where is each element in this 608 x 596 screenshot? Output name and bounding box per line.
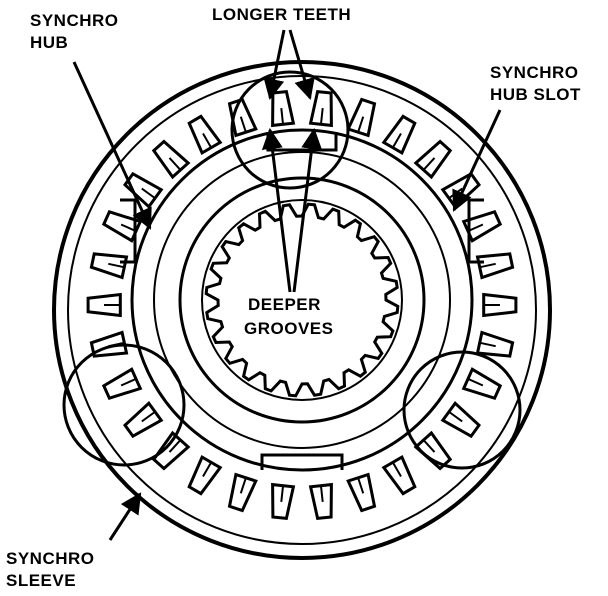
- arrow-synchro-hub: [72, 61, 152, 230]
- label-deeper-grooves-1: DEEPER: [248, 295, 321, 314]
- sleeve-tooth-ridge: [202, 462, 212, 477]
- sleeve-tooth-ridge: [479, 262, 496, 269]
- label-longer-teeth: LONGER TEETH: [212, 5, 351, 24]
- sleeve-tooth: [187, 114, 223, 156]
- callout-circle-right: [402, 350, 522, 470]
- arrow-longer-teeth-left: [263, 29, 286, 101]
- arrow-longer-teeth-right: [288, 29, 315, 101]
- sleeve-tooth-ridge: [141, 411, 156, 423]
- sleeve-tooth-ridge: [357, 116, 365, 133]
- arrow-synchro-sleeve: [108, 492, 142, 541]
- sleeve-tooth: [440, 401, 481, 439]
- sleeve-tooth-ridge: [202, 133, 212, 148]
- sleeve-tooth-ridge: [423, 157, 436, 171]
- sleeve-tooth-ridge: [423, 439, 436, 453]
- sleeve-tooth: [308, 89, 333, 128]
- sleeve-tooth-ridge: [108, 262, 125, 269]
- label-deeper-grooves-2: GROOVES: [244, 319, 333, 338]
- sleeve-tooth: [86, 292, 122, 318]
- sleeve-tooth: [271, 89, 296, 128]
- label-synchro-sleeve-2: SLEEVE: [6, 571, 76, 590]
- arrow-deeper-grooves-left: [261, 127, 292, 293]
- sleeve-tooth-ridge: [239, 477, 247, 494]
- inner-spline-bore: [204, 202, 400, 398]
- sleeve-tooth: [440, 171, 481, 209]
- label-synchro-sleeve-1: SYNCHRO: [6, 549, 95, 568]
- sleeve-tooth: [123, 401, 164, 439]
- sleeve-outer-ring: [52, 60, 552, 560]
- sleeve-tooth: [461, 367, 503, 401]
- sleeve-tooth: [482, 292, 518, 318]
- sleeve-tooth-ridge: [120, 378, 137, 387]
- sleeve-tooth-ridge: [320, 485, 324, 503]
- label-synchro-hub-1: SYNCHRO: [30, 11, 119, 30]
- sleeve-tooth-ridge: [448, 411, 463, 423]
- callout-circle-top: [230, 70, 350, 190]
- sleeve-tooth-ridge: [280, 107, 284, 125]
- sleeve-tooth-ridge: [467, 378, 484, 387]
- sleeve-tooth: [271, 482, 296, 521]
- hub-bore-ring: [201, 199, 403, 401]
- sleeve-tooth-ridge: [479, 341, 496, 348]
- sleeve-tooth-ridge: [168, 439, 181, 453]
- sleeve-tooth: [475, 330, 515, 358]
- sleeve-tooth: [151, 139, 191, 180]
- sleeve-tooth-ridge: [357, 477, 365, 494]
- sleeve-tooth-ridge: [320, 107, 324, 125]
- callout-circle-left: [62, 343, 186, 467]
- sleeve-tooth-ridge: [168, 157, 181, 171]
- label-synchro-hub-2: HUB: [30, 33, 68, 52]
- sleeve-tooth: [381, 114, 417, 156]
- sleeve-tooth: [89, 330, 129, 358]
- sleeve-tooth: [413, 430, 453, 471]
- sleeve-tooth-ridge: [280, 485, 284, 503]
- sleeve-tooth-ridge: [467, 223, 484, 232]
- arrow-deeper-grooves-right: [292, 127, 323, 293]
- sleeve-tooth-ridge: [392, 133, 402, 148]
- sleeve-tooth: [89, 252, 129, 280]
- arrow-hub-slot: [452, 109, 502, 212]
- sleeve-tooth: [346, 472, 377, 513]
- leader-arrows: [72, 29, 502, 541]
- sleeve-tooth: [187, 454, 223, 496]
- sleeve-tooth-ridge: [141, 187, 156, 199]
- label-synchro-hub-slot-1: SYNCHRO: [490, 63, 579, 82]
- hub-face-ring: [153, 151, 451, 449]
- sleeve-tooth: [381, 454, 417, 496]
- label-synchro-hub-slot-2: HUB SLOT: [490, 85, 581, 104]
- sleeve-tooth: [413, 139, 453, 180]
- sleeve-tooth-ridge: [392, 462, 402, 477]
- sleeve-tooth: [151, 430, 191, 471]
- sleeve-tooth: [227, 472, 258, 513]
- sleeve-tooth-ridge: [239, 116, 247, 133]
- sleeve-tooth: [101, 367, 143, 401]
- sleeve-tooth-ridge: [120, 223, 137, 232]
- sleeve-tooth: [346, 97, 377, 138]
- hub-inner-ring: [178, 176, 426, 424]
- sleeve-tooth: [475, 252, 515, 280]
- sleeve-tooth: [308, 482, 333, 521]
